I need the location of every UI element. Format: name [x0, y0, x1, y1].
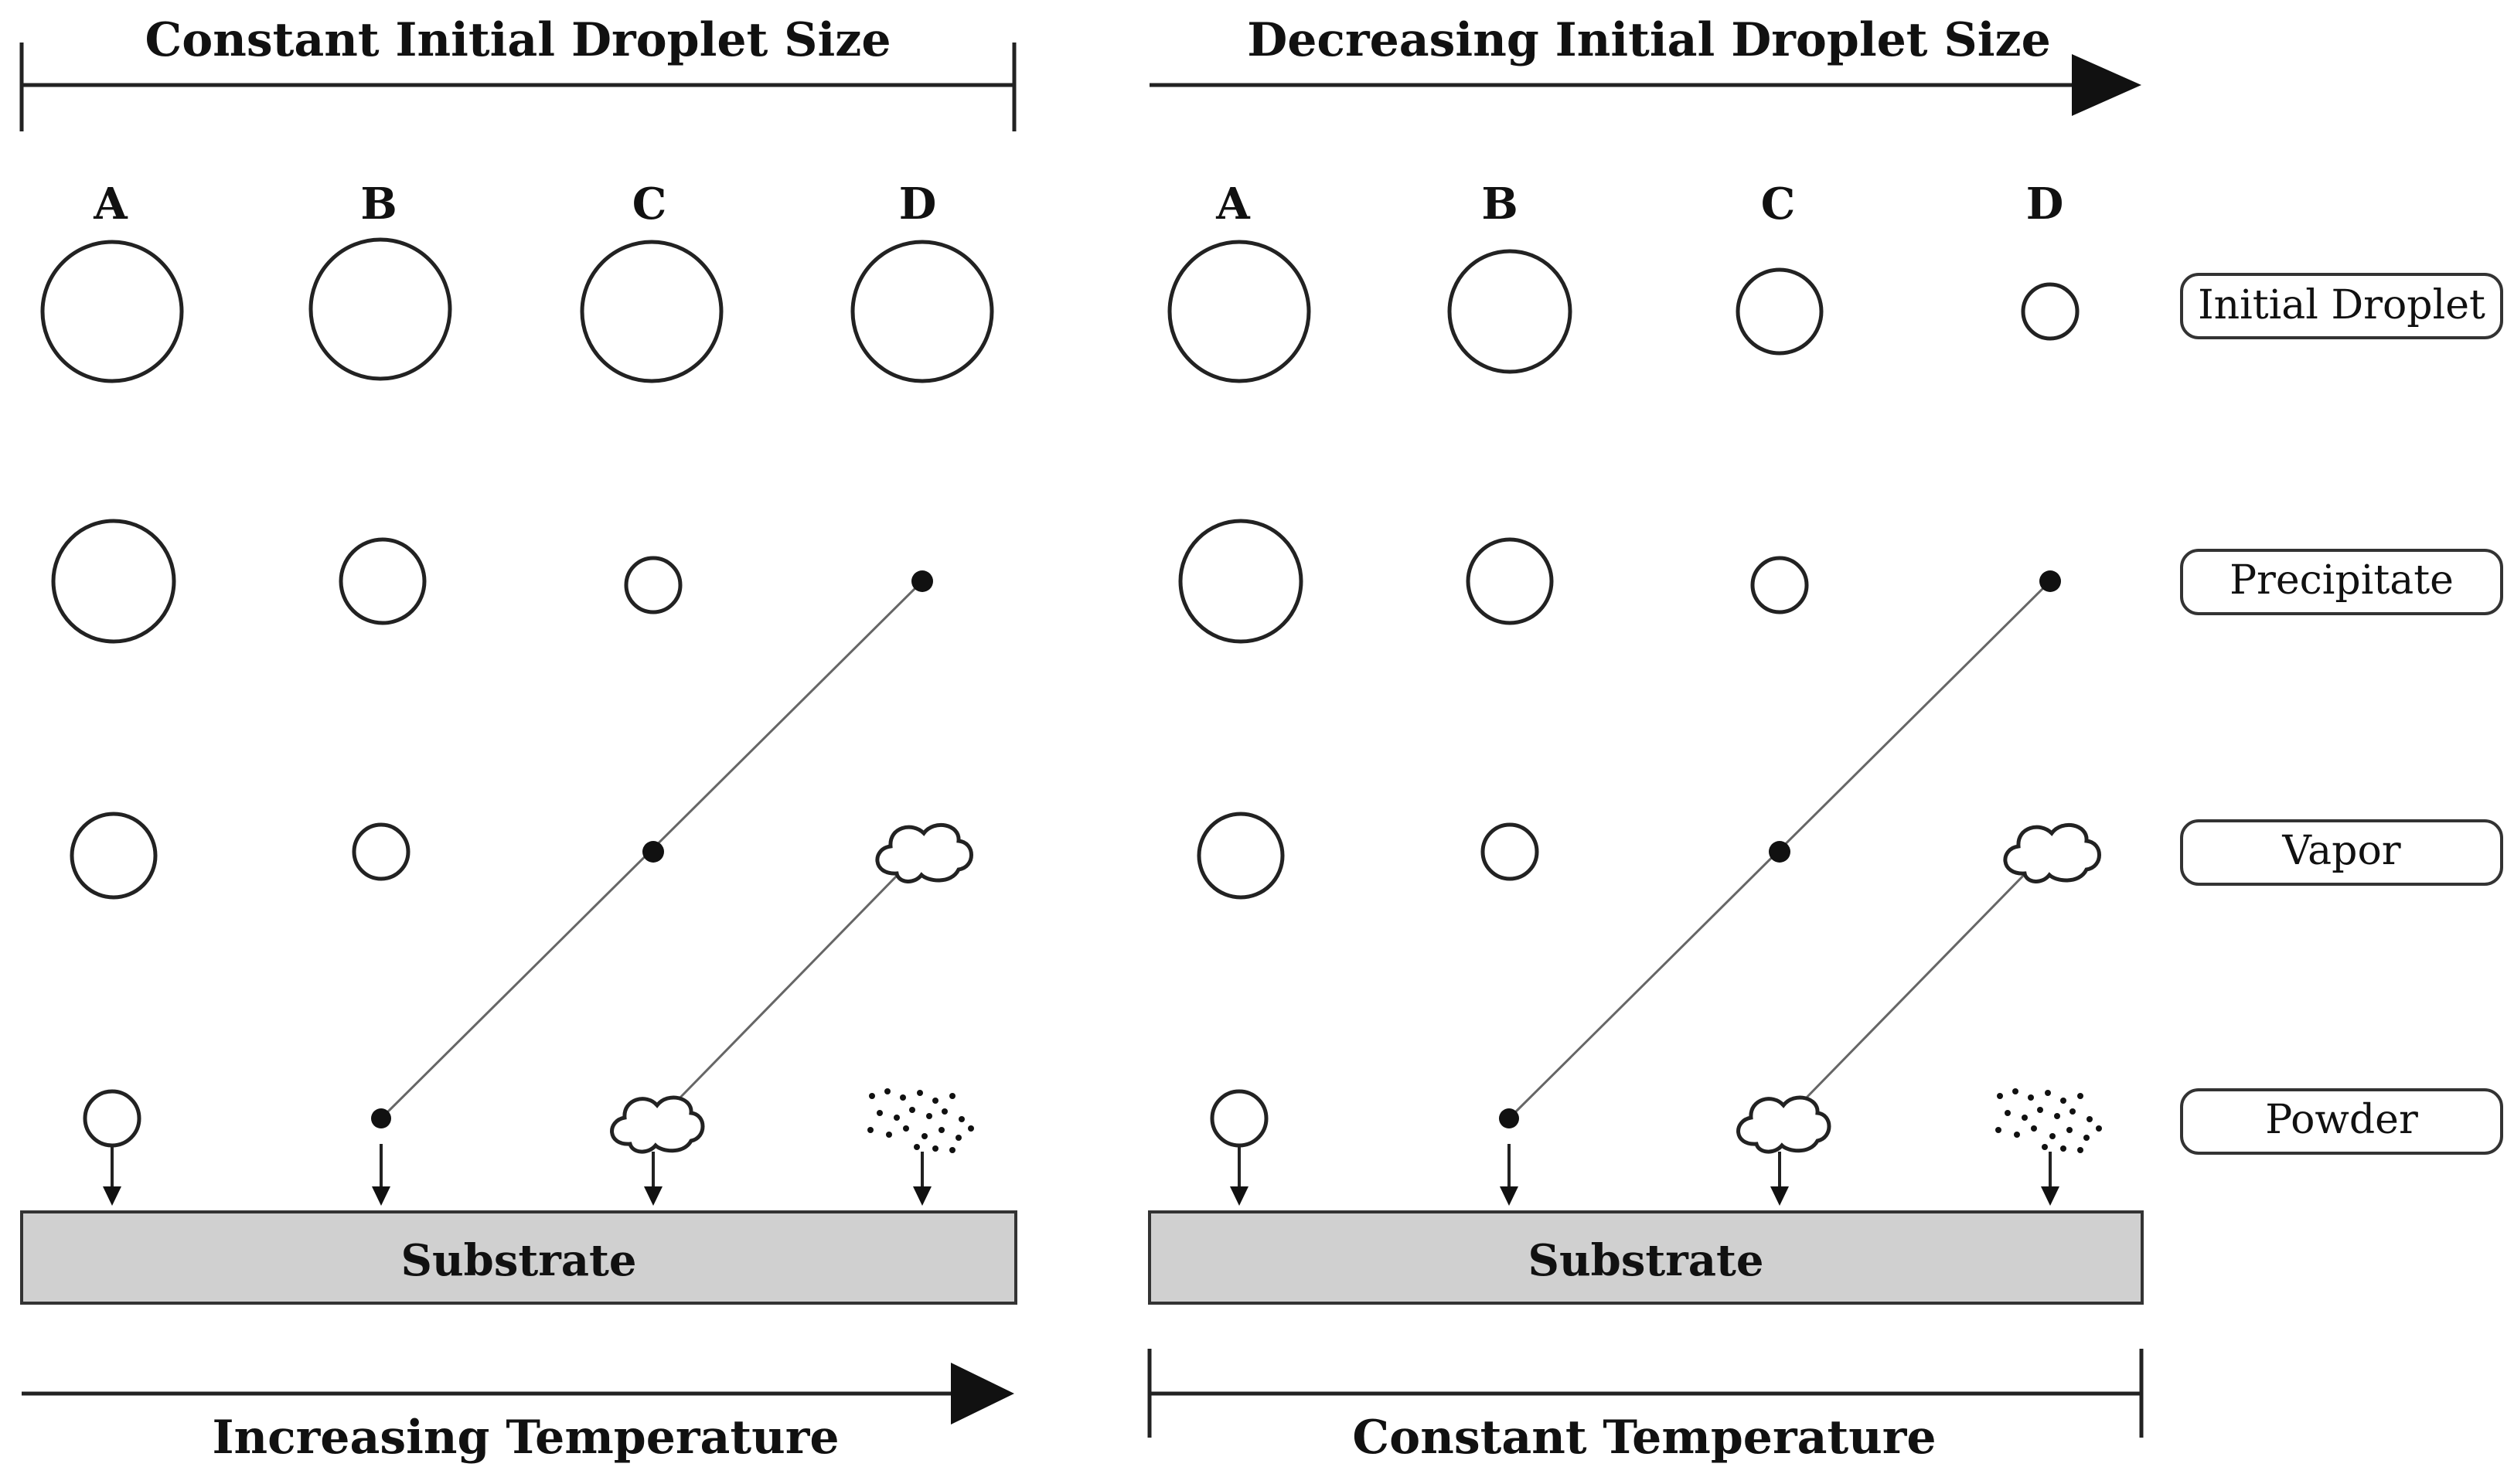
- left-c-powder-cloud-icon: [610, 1095, 705, 1154]
- right-d-precipitate-dot: [2039, 570, 2061, 592]
- right-b-powder-dot: [1499, 1108, 1519, 1128]
- right-column-a-label: A: [1215, 179, 1251, 230]
- right-top-arrow: [1150, 54, 2141, 116]
- right-a-initial-droplet: [1167, 240, 1311, 383]
- stage-badge-vapor: [2180, 819, 2503, 886]
- right-d-vapor-cloud-icon: [2003, 823, 2101, 883]
- left-substrate-label: Substrate: [401, 1235, 637, 1286]
- right-a-precipitate: [1178, 519, 1303, 644]
- stage-label-vapor: Vapor: [2281, 828, 2400, 874]
- right-b-vapor: [1480, 822, 1539, 881]
- right-bottom-title: Constant Temperature: [1352, 1411, 1936, 1465]
- right-connector-d-to-c: [1801, 870, 2029, 1103]
- left-d-precipitate-dot: [911, 570, 933, 592]
- stage-label-precipitate: Precipitate: [2230, 557, 2454, 604]
- left-connector-d-to-c: [675, 870, 902, 1103]
- right-top-title: Decreasing Initial Droplet Size: [1247, 13, 2051, 67]
- left-b-precipitate: [339, 537, 427, 625]
- right-c-precipitate: [1750, 556, 1809, 614]
- right-a-powder: [1210, 1089, 1269, 1148]
- right-c-initial-droplet: [1736, 267, 1824, 356]
- right-b-initial-droplet: [1447, 249, 1572, 374]
- left-panel: Constant Initial Droplet Size A B C D: [19, 13, 1017, 1465]
- right-a-vapor: [1197, 812, 1285, 900]
- right-d-powder-particles-icon: [1995, 1088, 2102, 1153]
- right-c-powder-cloud-icon: [1736, 1095, 1831, 1154]
- left-c-vapor-dot: [642, 841, 664, 863]
- left-deposition-arrows: [103, 1144, 932, 1206]
- left-d-initial-droplet: [850, 240, 994, 383]
- left-top-bracket: [19, 43, 1017, 131]
- left-top-title: Constant Initial Droplet Size: [145, 13, 891, 67]
- right-b-precipitate: [1466, 537, 1554, 625]
- right-bottom-bracket: [1147, 1349, 2144, 1438]
- stage-label-initial-droplet: Initial Droplet: [2198, 282, 2485, 328]
- right-panel: Decreasing Initial Droplet Size A B C D: [1147, 13, 2144, 1465]
- left-d-powder-particles-icon: [867, 1088, 974, 1153]
- right-column-d-label: D: [2026, 179, 2064, 230]
- left-column-b-label: B: [360, 179, 397, 230]
- left-c-initial-droplet: [580, 240, 724, 383]
- left-a-vapor: [70, 812, 158, 900]
- left-b-initial-droplet: [308, 237, 452, 381]
- left-a-precipitate: [51, 519, 176, 644]
- left-b-vapor: [352, 822, 410, 881]
- stage-label-powder: Powder: [2265, 1097, 2418, 1143]
- stage-badge-initial-droplet: [2180, 273, 2503, 339]
- left-column-a-label: A: [93, 179, 128, 230]
- left-b-powder-dot: [371, 1108, 391, 1128]
- right-d-initial-droplet: [2021, 282, 2080, 341]
- left-a-powder: [83, 1089, 141, 1148]
- left-c-precipitate: [624, 556, 683, 614]
- right-substrate-label: Substrate: [1528, 1235, 1764, 1286]
- stage-badge-precipitate: [2180, 549, 2503, 615]
- right-deposition-arrows: [1230, 1144, 2059, 1206]
- right-c-vapor-dot: [1769, 841, 1790, 863]
- left-bottom-arrow: [22, 1363, 1014, 1424]
- stage-labels: Initial Droplet Precipitate Vapor Powder: [2180, 273, 2503, 1155]
- left-a-initial-droplet: [40, 240, 184, 383]
- right-substrate: [1148, 1210, 2144, 1305]
- right-column-c-label: C: [1761, 179, 1796, 230]
- left-column-c-label: C: [632, 179, 667, 230]
- left-bottom-title: Increasing Temperature: [212, 1411, 839, 1465]
- right-column-b-label: B: [1481, 179, 1518, 230]
- stage-badge-powder: [2180, 1088, 2503, 1155]
- left-column-d-label: D: [899, 179, 937, 230]
- left-substrate: [20, 1210, 1017, 1305]
- left-d-vapor-cloud-icon: [875, 823, 973, 883]
